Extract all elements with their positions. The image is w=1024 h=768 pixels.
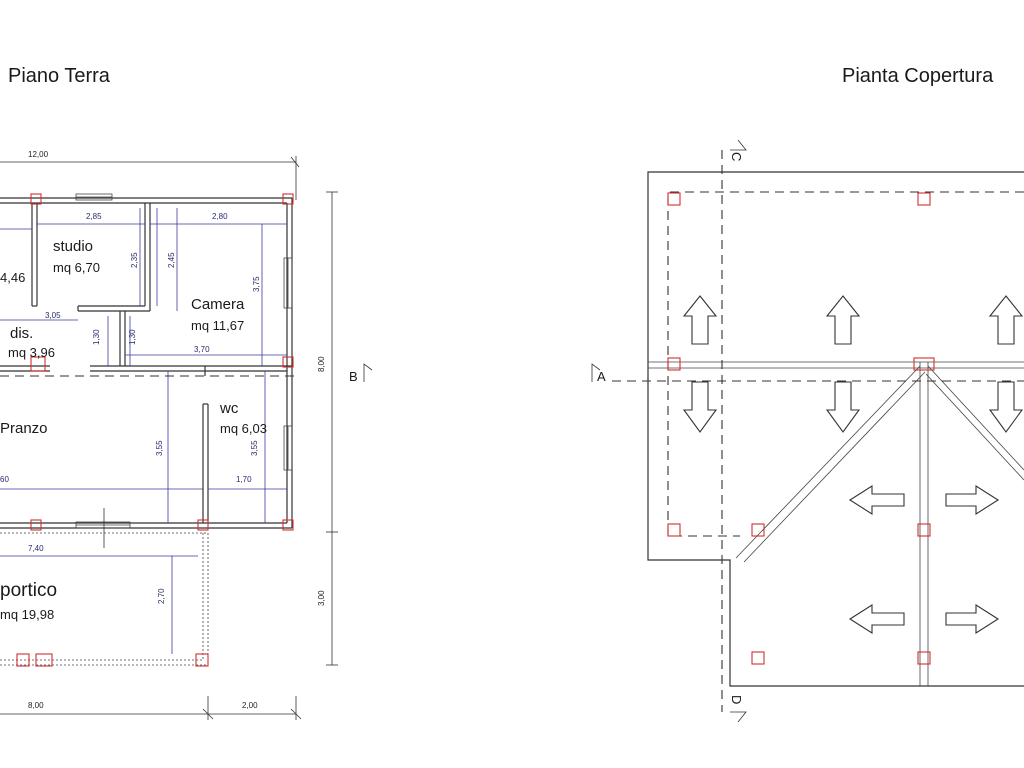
ground-floor-title: Piano Terra — [8, 65, 111, 87]
dim-bottom-right: 2,00 — [242, 701, 258, 710]
dim-camera-inner-height: 2,45 — [167, 252, 176, 268]
dim-pranzo-width: 60 — [0, 475, 9, 484]
slope-arrow-down-icon — [825, 381, 861, 433]
room-wc-area: mq 6,03 — [220, 421, 267, 436]
section-d-label: D — [729, 695, 744, 704]
room-dis-name: dis. — [10, 325, 33, 342]
dim-bottom-left: 8,00 — [28, 701, 44, 710]
room-camera-name: Camera — [191, 296, 245, 313]
slope-arrow-up-icon — [988, 295, 1024, 345]
dim-wc-width: 1,70 — [236, 475, 252, 484]
slope-arrow-up-icon — [682, 295, 718, 345]
dim-portico-height: 2,70 — [157, 588, 166, 604]
roof-plan-title: Pianta Copertura — [842, 65, 994, 87]
dim-total-width: 12,00 — [28, 150, 49, 159]
slope-arrow-left-icon — [848, 603, 905, 635]
slope-arrow-up-icon — [825, 295, 861, 345]
slope-arrow-down-icon — [988, 381, 1024, 433]
roof-plan: A C D — [591, 139, 1024, 723]
room-wc-name: wc — [219, 400, 239, 417]
slope-arrow-right-icon — [945, 603, 1000, 635]
section-a-label: A — [597, 369, 606, 384]
room-left-area: 4,46 — [0, 270, 25, 285]
room-camera-area: mq 11,67 — [191, 318, 244, 333]
dim-total-height: 8,00 — [317, 356, 326, 372]
dim-dis-h2: 1,30 — [128, 329, 137, 345]
dim-portico-width: 7,40 — [28, 544, 44, 553]
dim-studio-width: 2,85 — [86, 212, 102, 221]
room-studio-name: studio — [53, 238, 93, 255]
dim-camera-width: 2,80 — [212, 212, 228, 221]
room-portico-name: portico — [0, 580, 57, 601]
ground-floor-plan: 12,00 — [0, 150, 373, 720]
dim-camera-height: 3,75 — [252, 276, 261, 292]
room-portico-area: mq 19,98 — [0, 607, 54, 622]
dim-camera-bottom: 3,70 — [194, 345, 210, 354]
dim-studio-height: 2,35 — [130, 252, 139, 268]
slope-arrow-right-icon — [945, 484, 1000, 516]
dim-wc-height: 3,55 — [250, 440, 259, 456]
section-b-label: B — [349, 369, 358, 384]
dim-dis-width: 3,05 — [45, 311, 61, 320]
dim-pranzo-height: 3,55 — [155, 440, 164, 456]
section-c-label: C — [729, 152, 744, 161]
dim-portico-depth: 3,00 — [317, 590, 326, 606]
room-pranzo-name: Pranzo — [0, 420, 48, 437]
room-dis-area: mq 3,96 — [8, 345, 55, 360]
slope-arrow-down-icon — [682, 381, 718, 433]
dim-dis-h1: 1,30 — [92, 329, 101, 345]
room-studio-area: mq 6,70 — [53, 260, 100, 275]
slope-arrow-left-icon — [848, 484, 905, 516]
